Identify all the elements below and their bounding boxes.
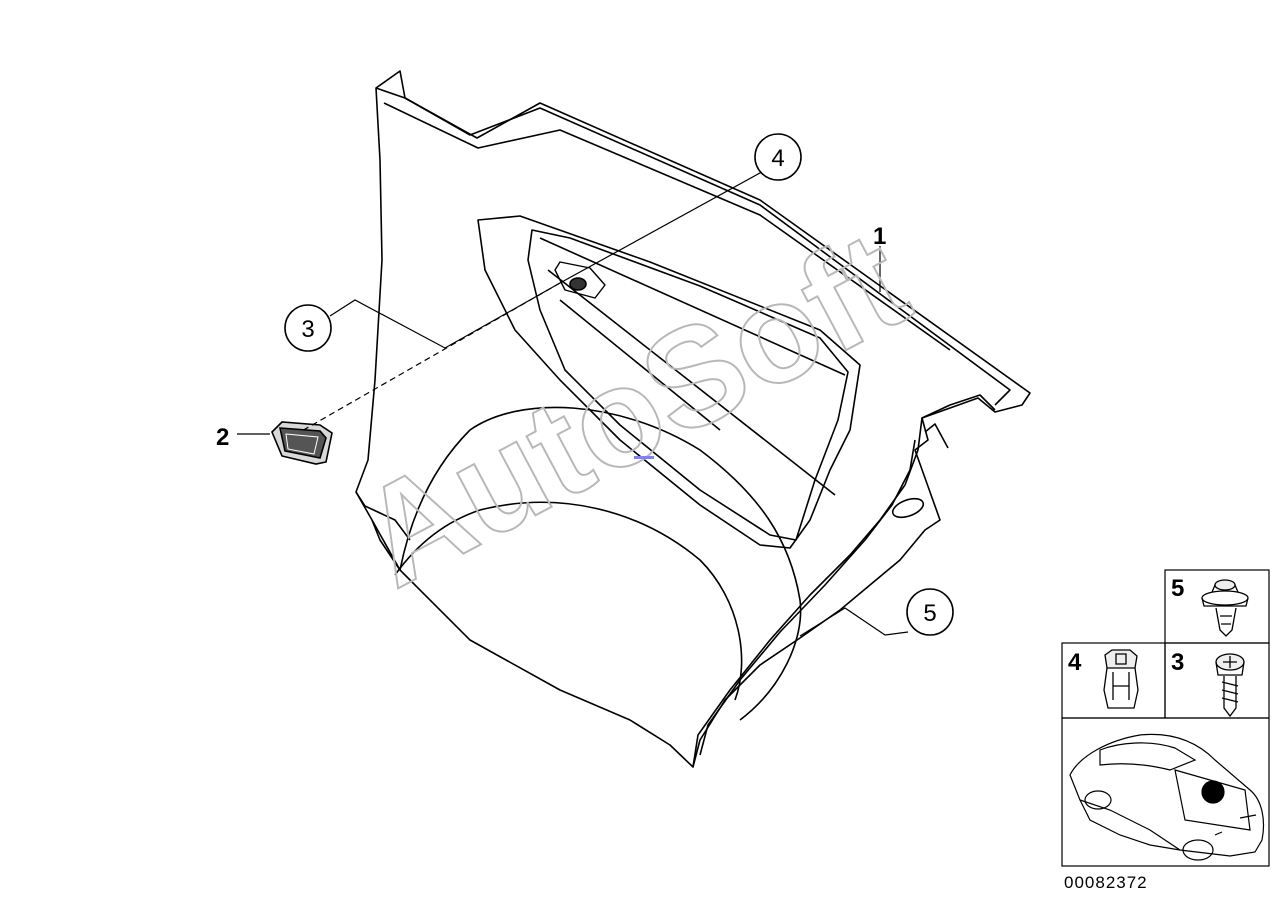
trim-panel[interactable]: [355, 70, 1031, 768]
callout-5-label: 5: [923, 600, 936, 627]
legend-cell-car[interactable]: [1061, 717, 1270, 867]
callout-1-label: 1: [873, 223, 886, 250]
badge-part[interactable]: [271, 421, 333, 465]
legend-3-label: 3: [1171, 649, 1184, 676]
callout-4-label: 4: [771, 145, 784, 172]
callout-3-label: 3: [301, 316, 314, 343]
parts-legend: [1061, 569, 1270, 867]
callout-3: 3: [284, 304, 332, 352]
push-rivet-icon: [1201, 579, 1249, 637]
clip-icon: [1103, 649, 1139, 709]
leader-lines: [237, 162, 909, 637]
marker-dash: [634, 456, 654, 459]
callout-2-label: 2: [216, 424, 229, 451]
car-location-icon: [1069, 733, 1265, 861]
callout-1: 1: [873, 223, 886, 250]
location-marker: [1201, 780, 1225, 804]
callout-4: 4: [754, 133, 802, 181]
legend-5-label: 5: [1171, 575, 1184, 602]
diagram-code: 00082372: [1064, 873, 1148, 892]
screw-icon: [1215, 653, 1245, 718]
callout-5: 5: [906, 588, 954, 636]
watermark-text: AutoSoft: [335, 200, 930, 616]
callout-2: 2: [216, 424, 229, 451]
legend-4-label: 4: [1068, 649, 1082, 676]
watermark: AutoSoft: [334, 199, 931, 617]
